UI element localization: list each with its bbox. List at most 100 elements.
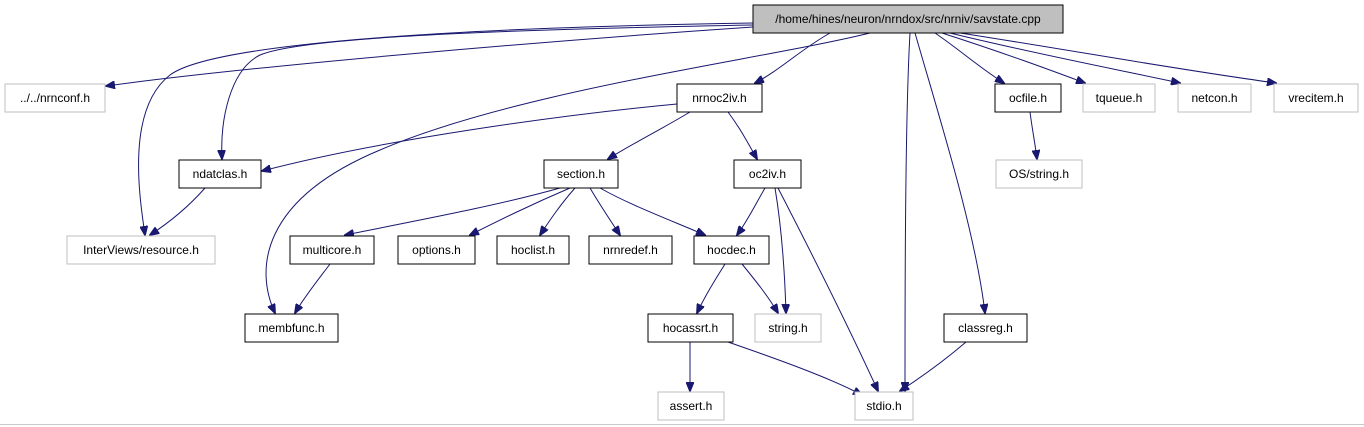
node-vrecitem: vrecitem.h [1273, 83, 1359, 113]
node-stdio: stdio.h [854, 391, 914, 421]
node-box-vrecitem [1273, 83, 1359, 113]
node-resource: InterViews/resource.h [66, 235, 216, 265]
edge-nrnoc2iv-to-section [608, 111, 691, 159]
node-label-ndatclas: ndatclas.h [193, 167, 248, 181]
node-string: string.h [754, 313, 822, 343]
edge-savstate-to-ndatclas [222, 24, 754, 159]
node-savstate[interactable]: /home/hines/neuron/nrndox/src/nrniv/savs… [752, 4, 1064, 34]
edge-nrnoc2iv-to-ndatclas [262, 103, 678, 171]
edge-savstate-to-membfunc [265, 32, 871, 313]
edge-multicore-to-membfunc [295, 263, 331, 313]
node-label-hoclist: hoclist.h [511, 243, 555, 257]
node-box-ndatclas [178, 159, 262, 189]
node-nrnredef[interactable]: nrnredef.h [588, 235, 673, 265]
node-classreg[interactable]: classreg.h [943, 313, 1028, 343]
edge-savstate-to-nrnoc2iv [755, 32, 831, 83]
node-box-string [754, 313, 822, 343]
node-box-multicore [289, 235, 375, 265]
node-label-netcon: netcon.h [1191, 91, 1237, 105]
node-label-hocdec: hocdec.h [707, 243, 756, 257]
node-box-section [543, 159, 619, 189]
edge-section-to-options [470, 187, 571, 235]
node-box-assert [657, 391, 725, 421]
edge-classreg-to-stdio [900, 341, 967, 391]
node-hocdec[interactable]: hocdec.h [693, 235, 770, 265]
node-label-hocassrt: hocassrt.h [663, 321, 718, 335]
edge-hocassrt-to-stdio [727, 341, 862, 395]
edge-ndatclas-to-resource [150, 187, 206, 235]
edge-savstate-to-tqueue [941, 32, 1085, 83]
edge-oc2iv-to-hocdec [737, 187, 766, 235]
bottom-divider [0, 424, 1364, 425]
node-ocfile[interactable]: ocfile.h [994, 83, 1062, 113]
node-label-osstring: OS/string.h [1009, 167, 1069, 181]
node-box-resource [66, 235, 216, 265]
edge-section-to-hocdec [599, 187, 705, 235]
edge-savstate-to-netcon [949, 32, 1180, 83]
node-box-savstate [752, 4, 1064, 34]
node-label-savstate: /home/hines/neuron/nrndox/src/nrniv/savs… [775, 12, 1041, 26]
node-hocassrt[interactable]: hocassrt.h [647, 313, 734, 343]
node-nrnoc2iv[interactable]: nrnoc2iv.h [676, 83, 763, 113]
node-label-options: options.h [412, 243, 461, 257]
nodes-layer: /home/hines/neuron/nrndox/src/nrniv/savs… [4, 4, 1359, 421]
node-label-oc2iv: oc2iv.h [749, 167, 786, 181]
edge-savstate-to-stdio [905, 32, 911, 391]
node-netcon: netcon.h [1177, 83, 1252, 113]
node-membfunc[interactable]: membfunc.h [244, 313, 339, 343]
node-options[interactable]: options.h [397, 235, 476, 265]
node-box-tqueue [1082, 83, 1156, 113]
node-box-membfunc [244, 313, 339, 343]
node-label-vrecitem: vrecitem.h [1288, 91, 1343, 105]
node-label-section: section.h [557, 167, 605, 181]
edge-savstate-to-resource [138, 22, 754, 235]
node-label-nrnoc2iv: nrnoc2iv.h [692, 91, 746, 105]
node-label-string: string.h [768, 321, 807, 335]
node-label-resource: InterViews/resource.h [83, 243, 199, 257]
edge-ocfile-to-osstring [1029, 111, 1037, 159]
node-box-netcon [1177, 83, 1252, 113]
node-multicore[interactable]: multicore.h [289, 235, 375, 265]
node-box-stdio [854, 391, 914, 421]
edge-oc2iv-to-stdio [777, 187, 878, 391]
edges-layer [106, 22, 1276, 395]
edge-savstate-to-vrecitem [959, 32, 1276, 83]
edge-section-to-nrnredef [589, 187, 620, 235]
node-assert: assert.h [657, 391, 725, 421]
edge-section-to-multicore [345, 187, 561, 235]
node-label-multicore: multicore.h [303, 243, 362, 257]
node-section[interactable]: section.h [543, 159, 619, 189]
node-box-hocdec [693, 235, 770, 265]
edge-savstate-to-ocfile [934, 32, 1004, 83]
node-ndatclas[interactable]: ndatclas.h [178, 159, 262, 189]
node-hoclist[interactable]: hoclist.h [496, 235, 570, 265]
node-oc2iv[interactable]: oc2iv.h [733, 159, 802, 189]
edge-savstate-to-nrnconf [106, 26, 754, 86]
node-box-nrnoc2iv [676, 83, 763, 113]
node-tqueue: tqueue.h [1082, 83, 1156, 113]
edge-hocdec-to-hocassrt [697, 263, 726, 313]
node-nrnconf: ../../nrnconf.h [4, 83, 106, 113]
node-box-nrnconf [4, 83, 106, 113]
node-label-membfunc: membfunc.h [258, 321, 324, 335]
node-box-hocassrt [647, 313, 734, 343]
edge-section-to-hoclist [540, 187, 576, 235]
edge-nrnoc2iv-to-oc2iv [727, 111, 757, 159]
node-label-tqueue: tqueue.h [1096, 91, 1143, 105]
node-label-assert: assert.h [670, 399, 713, 413]
node-box-options [397, 235, 476, 265]
edge-savstate-to-classreg [914, 32, 985, 313]
node-box-hoclist [496, 235, 570, 265]
node-box-osstring [995, 159, 1083, 189]
node-osstring: OS/string.h [995, 159, 1083, 189]
node-box-classreg [943, 313, 1028, 343]
node-box-nrnredef [588, 235, 673, 265]
edge-oc2iv-to-string [774, 187, 786, 313]
node-label-stdio: stdio.h [866, 399, 901, 413]
node-box-oc2iv [733, 159, 802, 189]
edge-hocdec-to-string [741, 263, 778, 313]
node-label-nrnredef: nrnredef.h [603, 243, 658, 257]
node-label-ocfile: ocfile.h [1009, 91, 1047, 105]
node-label-nrnconf: ../../nrnconf.h [20, 91, 90, 105]
